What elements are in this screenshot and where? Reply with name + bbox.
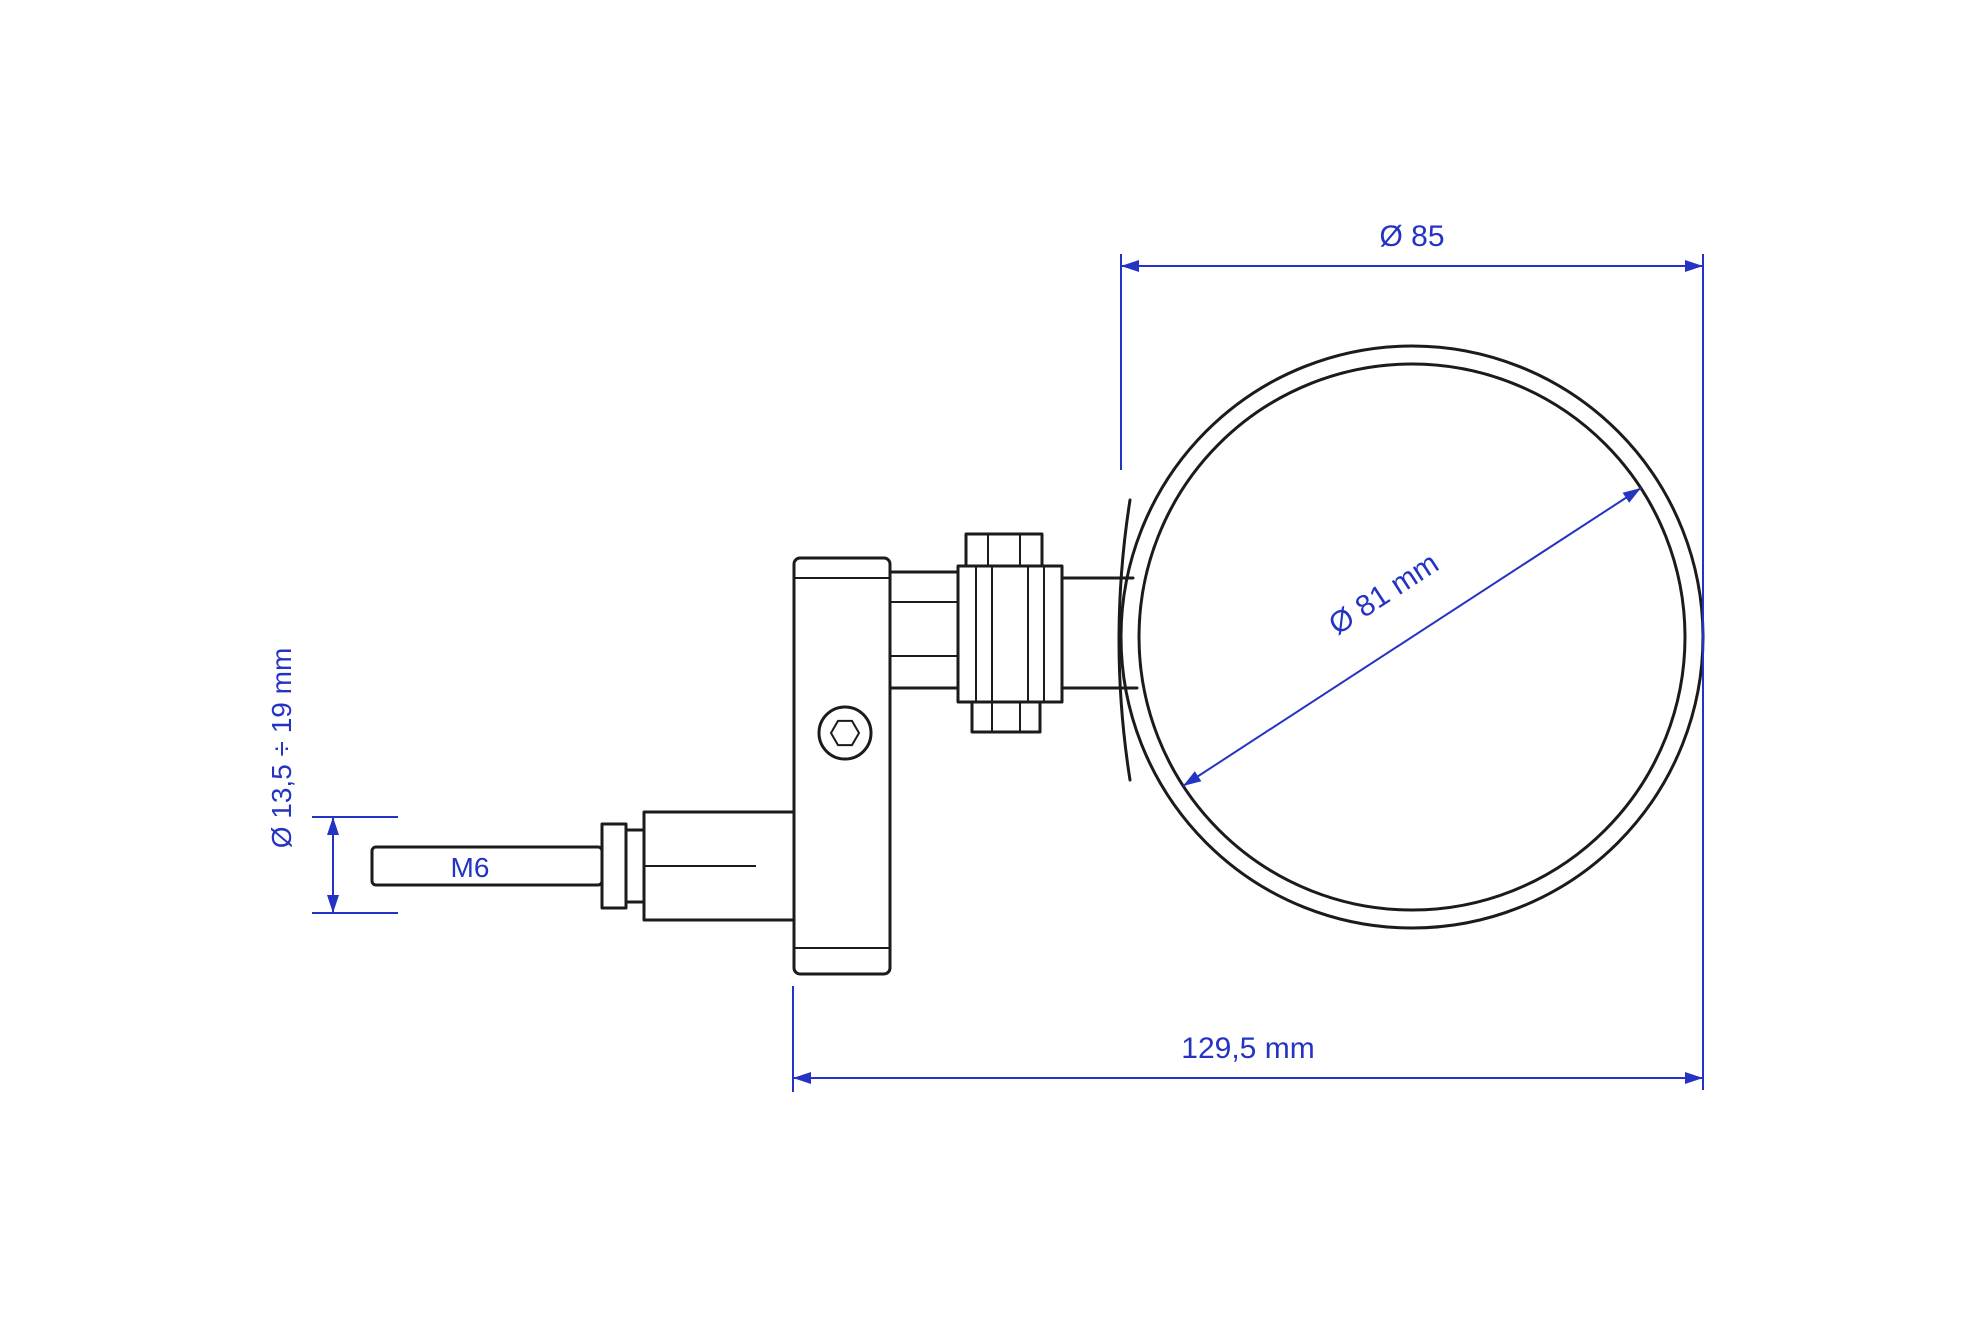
dim-label-overall-length: 129,5 mm xyxy=(1181,1032,1314,1065)
dimension-outer-diameter: Ø 85 xyxy=(1120,220,1704,1090)
mirror-housing-edge xyxy=(1117,498,1132,782)
arrow-left-icon xyxy=(1121,260,1139,272)
socket-screw-circle xyxy=(817,705,873,761)
clamp-body xyxy=(792,556,892,976)
dim-label-outer-diameter: Ø 85 xyxy=(1379,220,1444,253)
pivot-bolt-head xyxy=(964,532,1044,568)
dimension-expander-range: Ø 13,5 ÷ 19 mm xyxy=(266,648,398,914)
arrow-up-icon xyxy=(327,817,339,835)
arrow-lower-left-icon xyxy=(1183,771,1202,786)
mirror-inner-circle xyxy=(1137,362,1687,912)
dimension-overall-length: 129,5 mm xyxy=(792,986,1703,1092)
pivot-nut xyxy=(970,700,1042,734)
dim-label-thread: M6 xyxy=(451,852,490,883)
hex-socket-icon xyxy=(829,719,861,747)
thread-label: M6 xyxy=(451,852,490,883)
dimension-line xyxy=(1182,487,1642,787)
arrow-down-icon xyxy=(327,895,339,913)
dim-label-expander-range: Ø 13,5 ÷ 19 mm xyxy=(266,648,297,849)
pivot-block xyxy=(956,564,1064,704)
socket-screw xyxy=(817,705,873,761)
washer-stack xyxy=(600,822,646,910)
hinge-fork xyxy=(888,570,960,690)
arrow-right-icon xyxy=(1685,1072,1703,1084)
expander-body xyxy=(642,810,798,922)
arrow-right-icon xyxy=(1685,260,1703,272)
mirror-arm xyxy=(1060,576,1139,690)
arrow-upper-right-icon xyxy=(1622,488,1641,503)
arrow-left-icon xyxy=(793,1072,811,1084)
